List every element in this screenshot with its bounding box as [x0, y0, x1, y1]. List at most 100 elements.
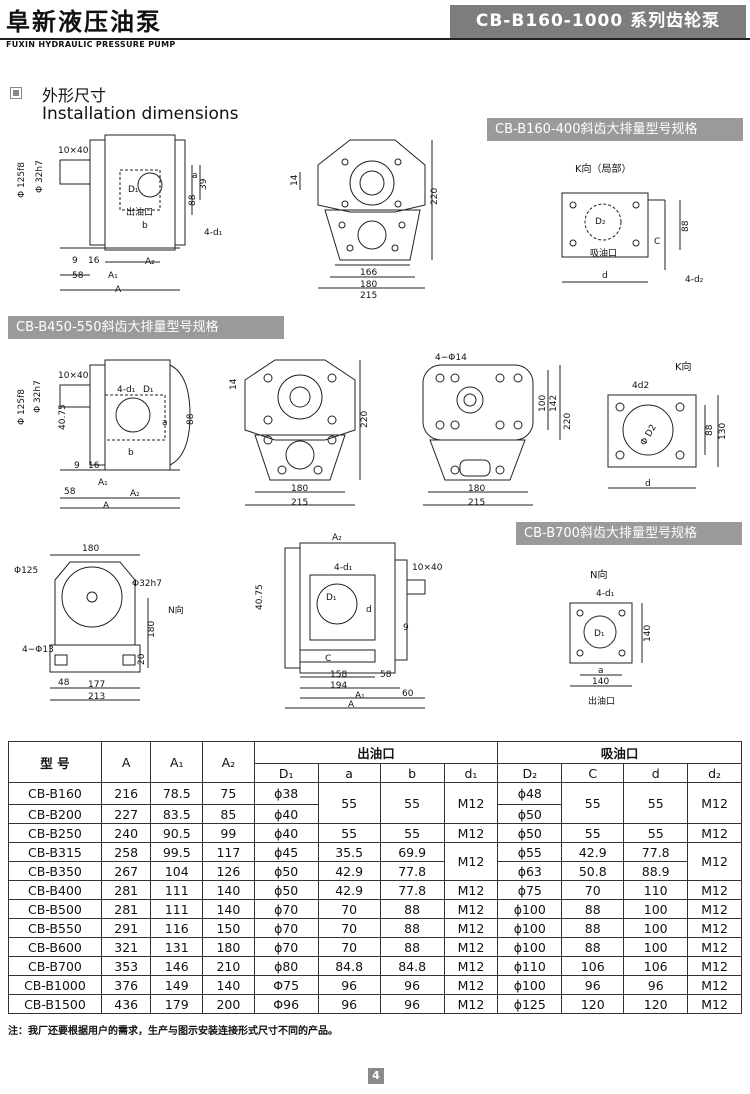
- cell-model: CB-B350: [8, 861, 102, 881]
- n-view: [569, 602, 643, 687]
- table-cell: 240: [100, 823, 152, 843]
- label-D1-3: D₁: [326, 593, 337, 603]
- table-cell: 96: [379, 994, 445, 1014]
- table-cell: 111: [150, 899, 204, 919]
- table-cell: 111: [150, 880, 204, 900]
- table-cell: 210: [202, 956, 255, 976]
- brand-title: 阜新液压油泵: [6, 8, 162, 36]
- label-D2-1: D₂: [595, 217, 606, 227]
- table-cell: 116: [150, 918, 204, 938]
- table-cell: 117: [202, 842, 255, 862]
- cell-model: CB-B550: [8, 918, 102, 938]
- table-cell: 78.5: [150, 782, 204, 805]
- table-cell: 106: [561, 956, 625, 976]
- table-cell: 88: [379, 937, 445, 957]
- b160-front-view: [299, 139, 433, 289]
- table-cell: M12: [443, 937, 499, 957]
- label-220-1: 220: [430, 188, 440, 205]
- table-cell: 55: [623, 823, 689, 843]
- table-cell: 70: [317, 899, 381, 919]
- table-cell: 96: [623, 975, 689, 995]
- table-cell: 353: [100, 956, 152, 976]
- label-158: 158: [330, 670, 347, 680]
- table-cell: M12: [687, 899, 742, 919]
- label-16-2: 16: [88, 461, 100, 471]
- label-k-view: K向: [675, 360, 692, 373]
- label-key-2: 10×40: [58, 371, 89, 381]
- section-square-icon: [10, 87, 22, 99]
- b450-side-view: [59, 359, 191, 509]
- label-A-2: A: [103, 501, 110, 511]
- cell-model: CB-B500: [8, 899, 102, 919]
- table-cell: 50.8: [561, 861, 625, 881]
- table-cell: 291: [100, 918, 152, 938]
- table-cell: 110: [623, 880, 689, 900]
- th-sub: d: [623, 763, 689, 783]
- table-cell: M12: [443, 956, 499, 976]
- label-4d1-2: 4-d₁: [117, 385, 136, 395]
- label-215-1: 215: [360, 291, 377, 301]
- label-phiD2: Φ D2: [639, 423, 659, 448]
- label-140-2: 140: [643, 625, 653, 642]
- table-cell: 83.5: [150, 804, 204, 824]
- table-cell: 281: [100, 880, 152, 900]
- table-cell: 70: [317, 937, 381, 957]
- label-9-1: 9: [72, 256, 78, 266]
- k-view: [607, 394, 719, 489]
- cell-model: CB-B1000: [8, 975, 102, 995]
- label-b-2: b: [128, 448, 134, 458]
- table-cell: M12: [687, 975, 742, 995]
- table-cell: 180: [202, 937, 255, 957]
- table-cell: M12: [443, 782, 499, 824]
- table-cell: M12: [687, 782, 742, 824]
- table-cell: 88: [561, 937, 625, 957]
- cell-model: CB-B600: [8, 937, 102, 957]
- label-58-3: 58: [380, 670, 392, 680]
- table-cell: 42.9: [317, 861, 381, 881]
- table-cell: M12: [443, 899, 499, 919]
- table-cell: 69.9: [379, 842, 445, 862]
- table-cell: 146: [150, 956, 204, 976]
- table-cell: ϕ70: [253, 899, 319, 919]
- table-cell: 75: [202, 782, 255, 805]
- table-cell: ϕ50: [253, 861, 319, 881]
- label-194: 194: [330, 681, 347, 691]
- th-sub: a: [317, 763, 381, 783]
- table-cell: ϕ100: [497, 975, 563, 995]
- table-cell: 131: [150, 937, 204, 957]
- table-cell: 140: [202, 899, 255, 919]
- table-cell: 42.9: [317, 880, 381, 900]
- th-sub: b: [379, 763, 445, 783]
- cell-model: CB-B700: [8, 956, 102, 976]
- table-cell: ϕ100: [497, 937, 563, 957]
- b700-front-view: [49, 554, 149, 701]
- label-20: 20: [137, 653, 147, 665]
- label-n-dir: N向: [168, 604, 184, 616]
- th-model: 型 号: [8, 741, 102, 783]
- cell-model: CB-B400: [8, 880, 102, 900]
- table-cell: M12: [687, 956, 742, 976]
- table-cell: M12: [687, 937, 742, 957]
- label-d-1: d: [602, 271, 608, 281]
- label-215-3: 215: [468, 498, 485, 508]
- th-A2: A₂: [202, 741, 255, 783]
- table-cell: ϕ110: [497, 956, 563, 976]
- table-cell: 42.9: [561, 842, 625, 862]
- table-cell: 227: [100, 804, 152, 824]
- label-180-5: 180: [147, 621, 157, 638]
- table-cell: 120: [561, 994, 625, 1014]
- label-4075-2: 40.75: [58, 404, 68, 430]
- table-cell: ϕ70: [253, 918, 319, 938]
- brand-subtitle: FUXIN HYDRAULIC PRESSURE PUMP: [6, 40, 176, 49]
- label-58-2: 58: [64, 487, 76, 497]
- table-cell: Φ75: [253, 975, 319, 995]
- table-cell: 35.5: [317, 842, 381, 862]
- label-phi32-2: Φ 32h7: [33, 380, 43, 413]
